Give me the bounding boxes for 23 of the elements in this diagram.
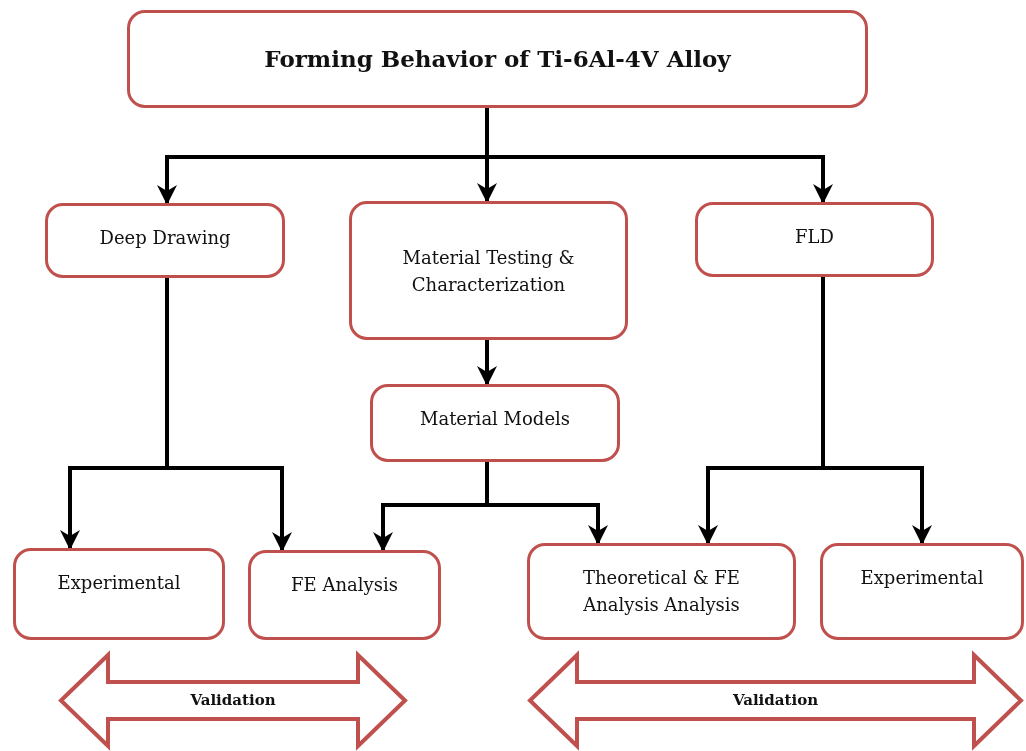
- process-box: [820, 543, 1024, 640]
- box-label: Theoretical & FE Analysis Analysis: [582, 566, 741, 617]
- arrow: [485, 462, 608, 545]
- box-label: Validation: [732, 690, 819, 712]
- box-label: FE Analysis: [291, 573, 398, 597]
- box-label: Material Models: [419, 407, 571, 431]
- box-label: Deep Drawing: [99, 226, 231, 250]
- process-box: [695, 202, 934, 277]
- title-text: Forming Behavior of Ti-6Al-4V Alloy: [264, 43, 731, 74]
- arrow: [477, 340, 497, 386]
- box-label: FLD: [795, 225, 834, 249]
- box-label: Experimental: [57, 571, 181, 595]
- title-box: [127, 10, 868, 108]
- box-label: Validation: [190, 690, 276, 712]
- process-box: [13, 548, 225, 640]
- process-box: [45, 203, 285, 278]
- process-box: [248, 550, 441, 640]
- process-box: [349, 201, 628, 340]
- process-box: [527, 543, 796, 640]
- arrow: [485, 108, 833, 204]
- box-label: Experimental: [860, 566, 984, 590]
- process-box: [370, 384, 620, 462]
- box-label: Material Testing & Characterization: [401, 245, 576, 297]
